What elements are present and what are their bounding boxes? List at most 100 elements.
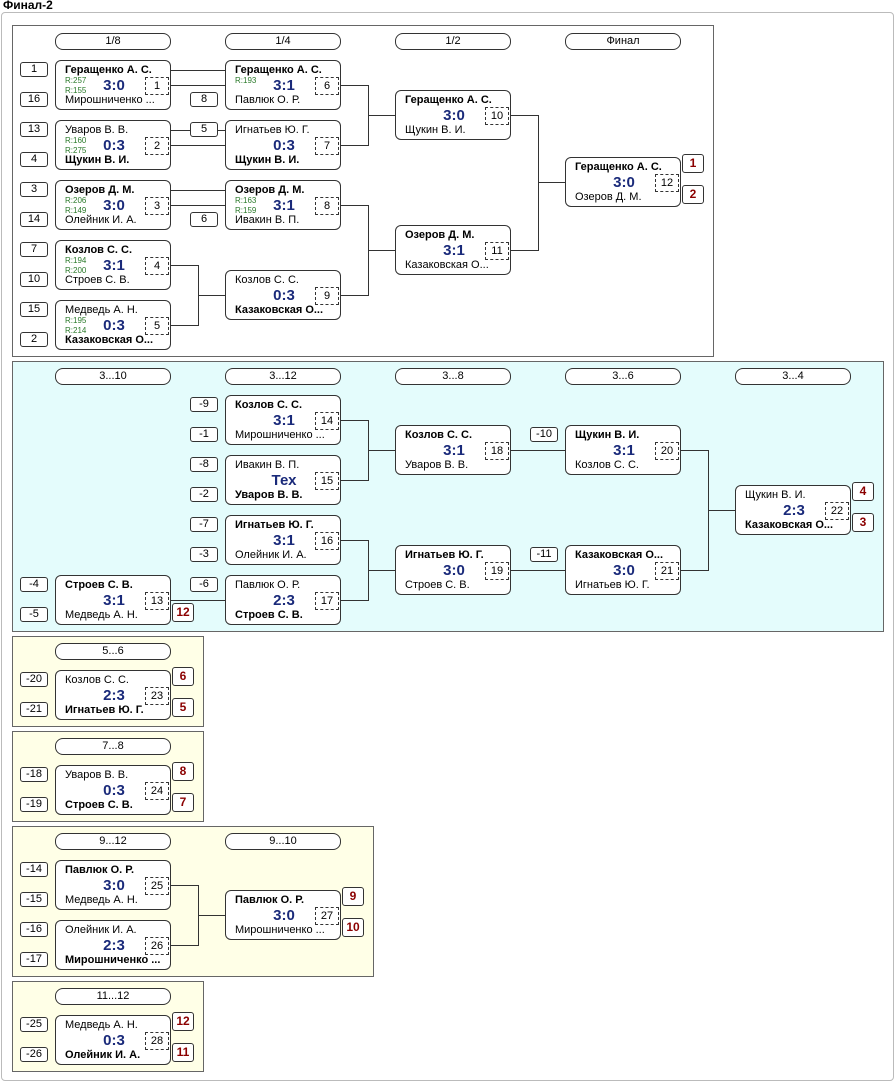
seed-box: -17 — [20, 952, 48, 967]
round-header: 3...12 — [225, 368, 341, 385]
player-top: Козлов С. С. — [65, 244, 133, 256]
player-bottom: Уваров В. В. — [405, 459, 469, 471]
place-badge: 8 — [172, 762, 194, 781]
seed-box: -11 — [530, 547, 558, 562]
match-score: 0:3 — [103, 782, 125, 799]
match-score: 0:3 — [273, 137, 295, 154]
place-badge: 2 — [682, 185, 704, 204]
place-badge: 10 — [342, 918, 364, 937]
player-bottom: Казаковская О... — [745, 519, 834, 531]
player-top: Игнатьев Ю. Г. — [405, 549, 484, 561]
player-bottom: Строев С. В. — [405, 579, 470, 591]
bracket-connector — [171, 265, 225, 296]
round-header: 3...10 — [55, 368, 171, 385]
round-header: 3...4 — [735, 368, 851, 385]
seed-box: -21 — [20, 702, 48, 717]
rating-bottom: R:200 — [65, 266, 87, 275]
match-score: 3:0 — [443, 562, 465, 579]
match-score: Тех — [271, 472, 297, 489]
match-number: 5 — [145, 317, 169, 335]
bracket-connector — [341, 450, 395, 481]
match-score: 3:0 — [103, 197, 125, 214]
seed-box: 8 — [190, 92, 218, 107]
place-badge: 12 — [172, 603, 194, 622]
player-top: Озеров Д. М. — [65, 184, 135, 196]
match-score: 3:0 — [613, 562, 635, 579]
match-number: 12 — [655, 174, 679, 192]
page-title: Финал-2 — [3, 0, 53, 12]
match-number: 3 — [145, 197, 169, 215]
match-score: 3:1 — [443, 442, 465, 459]
player-top: Медведь А. Н. — [65, 1019, 138, 1031]
match-number: 21 — [655, 562, 679, 580]
match-score: 3:1 — [273, 412, 295, 429]
player-top: Казаковская О... — [575, 549, 664, 561]
player-top: Щукин В. И. — [745, 489, 806, 501]
seed-box: 16 — [20, 92, 48, 107]
match-score: 2:3 — [783, 502, 805, 519]
match-box[interactable]: Казаковская О... Игнатьев Ю. Г.3:0 21 — [565, 545, 681, 595]
match-number: 16 — [315, 532, 339, 550]
player-top: Геращенко А. С. — [65, 64, 152, 76]
match-number: 14 — [315, 412, 339, 430]
seed-box: -8 — [190, 457, 218, 472]
match-number: 8 — [315, 197, 339, 215]
player-top: Щукин В. И. — [575, 429, 640, 441]
place-badge: 1 — [682, 154, 704, 173]
rating-bottom: R:275 — [65, 146, 87, 155]
place-badge: 6 — [172, 667, 194, 686]
player-top: Игнатьев Ю. Г. — [235, 519, 314, 531]
player-bottom: Игнатьев Ю. Г. — [575, 579, 650, 591]
bracket-connector — [681, 510, 735, 571]
player-bottom: Олейник И. А. — [65, 214, 137, 226]
match-score: 3:0 — [443, 107, 465, 124]
seed-box: 1 — [20, 62, 48, 77]
round-header: 1/2 — [395, 33, 511, 50]
rating-top: R:160 — [65, 136, 87, 145]
round-header: 1/4 — [225, 33, 341, 50]
match-number: 1 — [145, 77, 169, 95]
rating-top: R:206 — [65, 196, 87, 205]
match-score: 3:0 — [103, 877, 125, 894]
bracket-connector — [341, 420, 395, 451]
match-score: 3:1 — [273, 532, 295, 549]
seed-box: -2 — [190, 487, 218, 502]
player-top: Геращенко А. С. — [405, 94, 492, 106]
place-badge: 4 — [852, 482, 874, 501]
seed-box: 4 — [20, 152, 48, 167]
player-bottom: Мирошниченко ... — [235, 429, 325, 441]
player-bottom: Игнатьев Ю. Г. — [65, 704, 144, 716]
player-top: Козлов С. С. — [65, 674, 129, 686]
rating-top: R:194 — [65, 256, 87, 265]
match-score: 3:0 — [103, 77, 125, 94]
player-bottom: Козлов С. С. — [575, 459, 639, 471]
player-bottom: Щукин В. И. — [405, 124, 466, 136]
